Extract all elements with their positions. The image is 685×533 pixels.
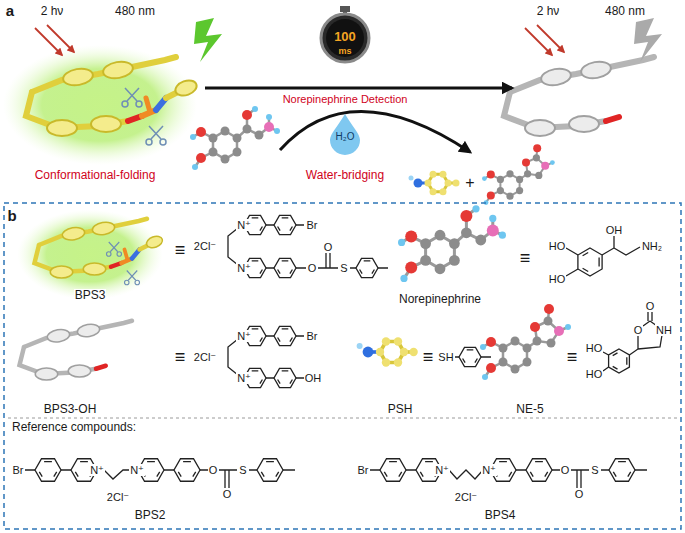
- atom-label: HO: [585, 342, 604, 355]
- thiol-model: [357, 337, 418, 366]
- counter-ion: 2Cl⁻: [193, 351, 217, 364]
- atom-label: N⁺: [89, 464, 105, 477]
- atom-label: O: [208, 464, 219, 477]
- atom-label: N⁺: [236, 372, 252, 385]
- atom-label: S: [238, 464, 247, 477]
- atom-label: N⁺: [236, 262, 252, 275]
- equivalence-sign: ≡: [175, 240, 186, 261]
- panel-letter: a: [6, 2, 14, 19]
- atom-label: HO: [548, 273, 567, 286]
- light-arrows: [35, 25, 564, 55]
- atom-label: HO: [548, 240, 567, 253]
- atom-label: OH: [605, 224, 624, 237]
- plus-sign: +: [465, 174, 474, 192]
- stopwatch: [321, 6, 369, 62]
- counter-ion: 2Cl⁻: [106, 491, 130, 504]
- atom-label: SH: [437, 351, 454, 364]
- compound-name: Norepinephrine: [398, 293, 482, 307]
- panel-letter: b: [7, 207, 16, 224]
- compound-name: BPS2: [134, 509, 167, 523]
- timer-digits: 100: [334, 30, 356, 45]
- atom-label: N⁺: [236, 330, 252, 343]
- equivalence-sign: ≡: [423, 347, 434, 368]
- atom-label: Br: [306, 219, 319, 232]
- timer-unit: ms: [338, 46, 351, 56]
- atom-label: O: [222, 488, 233, 501]
- separator: [8, 418, 678, 419]
- atom-label: O: [560, 464, 571, 477]
- atom-label: S: [590, 464, 599, 477]
- atom-label: O: [645, 300, 656, 313]
- atom-label: Br: [12, 464, 25, 477]
- equivalence-sign: ≡: [520, 248, 531, 269]
- atom-label: N⁺: [434, 464, 450, 477]
- atom-label: NH₂: [641, 240, 663, 253]
- process-label: Water-bridging: [305, 169, 385, 183]
- probe-model: [17, 210, 164, 300]
- equivalence-sign: ≡: [175, 347, 186, 368]
- compound-name: BPS3: [74, 289, 107, 303]
- atom-label: OH: [304, 372, 323, 385]
- state-label: Conformational-folding: [34, 169, 157, 183]
- atom-label: O: [323, 241, 334, 254]
- wavelength-label: 480 nm: [604, 5, 646, 19]
- atom-label: O: [633, 324, 644, 337]
- atom-label: O: [307, 262, 318, 275]
- probe-model: [3, 45, 199, 165]
- reaction-arrow: [280, 111, 470, 152]
- water-drop: [330, 114, 360, 155]
- atom-label: N⁺: [236, 219, 252, 232]
- product-model: [20, 321, 133, 380]
- ball-stick-model: [480, 304, 571, 380]
- compound-name: BPS4: [484, 509, 517, 523]
- reaction-arrow: [205, 87, 512, 90]
- thiol-model: [409, 171, 460, 195]
- equivalence-sign: ≡: [567, 347, 578, 368]
- atom-label: Br: [306, 330, 319, 343]
- atom-label: HO: [585, 368, 604, 381]
- section-heading: Reference compounds:: [12, 421, 136, 435]
- atom-label: N⁺: [129, 464, 145, 477]
- atom-label: NH: [655, 324, 673, 337]
- compound-name: PSH: [387, 403, 414, 417]
- emission-bolt: [634, 18, 662, 62]
- wavelength-label: 480 nm: [114, 5, 156, 19]
- counter-ion: 2Cl⁻: [193, 240, 217, 253]
- atom-label: S: [339, 262, 348, 275]
- counter-ion: 2Cl⁻: [454, 491, 478, 504]
- product-model: [504, 57, 654, 136]
- emission-bolt: [194, 18, 222, 62]
- skeletal-formulas: [25, 215, 662, 488]
- light-label: 2 hν: [536, 5, 561, 19]
- compound-name: BPS3-OH: [43, 403, 98, 417]
- compound-name: NE-5: [515, 403, 544, 417]
- light-label: 2 hν: [40, 5, 65, 19]
- atom-label: N⁺: [481, 464, 497, 477]
- ball-stick-model: [482, 144, 555, 205]
- process-label: Norepinephrine Detection: [282, 93, 409, 106]
- atom-label: Br: [357, 464, 370, 477]
- ball-stick-model: [190, 106, 280, 170]
- atom-label: O: [574, 488, 585, 501]
- panel-frame: [4, 203, 681, 529]
- water-label: H₂O: [336, 131, 355, 143]
- ball-stick-model: [398, 205, 506, 282]
